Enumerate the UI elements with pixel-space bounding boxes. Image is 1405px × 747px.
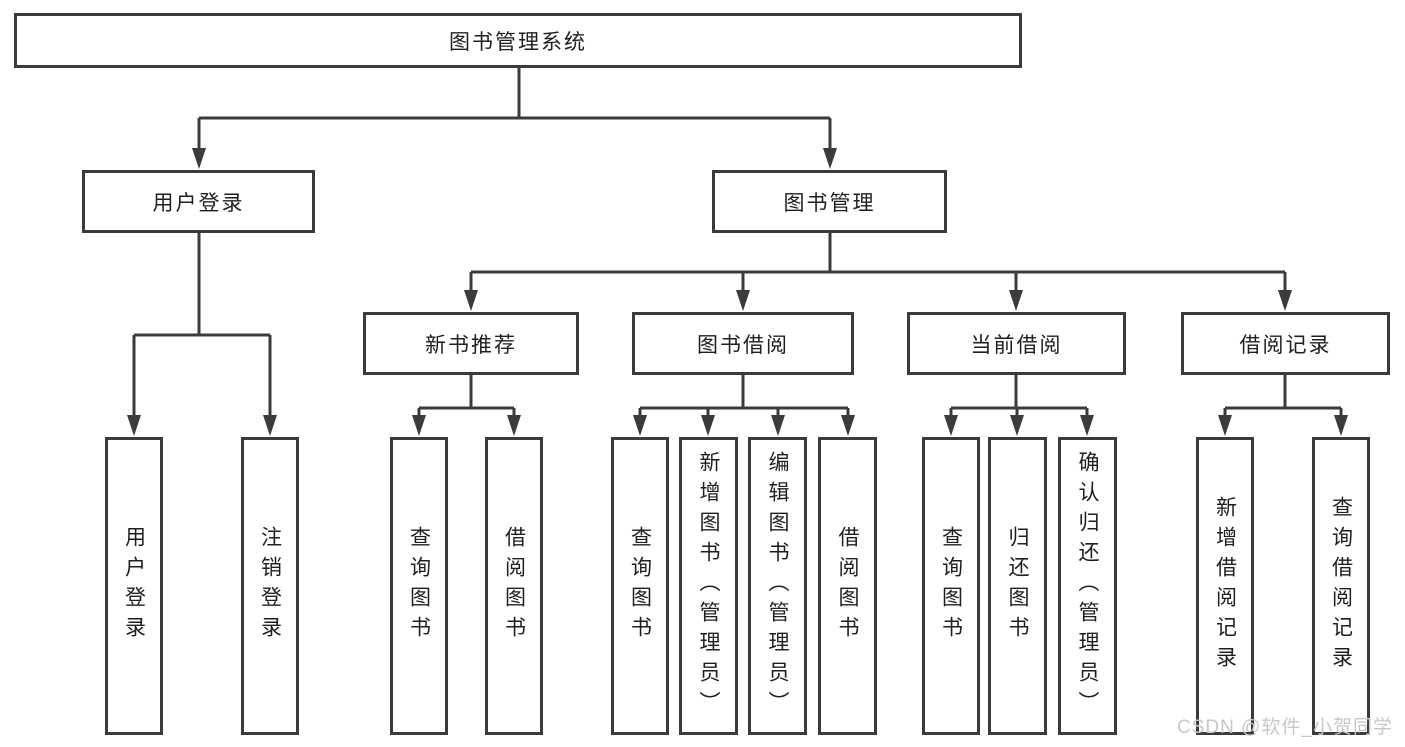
leaf-user-login: 用户登录 (105, 437, 163, 735)
leaf-current-query-books: 查询图书 (922, 437, 980, 735)
connector-login-to-leaves (127, 233, 277, 436)
connector-borrow-to-leaves (633, 375, 855, 436)
node-new-book-recommend: 新书推荐 (363, 312, 579, 375)
leaf-label: 借阅图书 (502, 526, 526, 646)
leaf-record-query-borrow-record: 查询借阅记录 (1312, 437, 1370, 735)
leaf-recommend-borrow-books: 借阅图书 (485, 437, 543, 735)
leaf-label: 归还图书 (1006, 526, 1029, 646)
leaf-borrow-query-books: 查询图书 (611, 437, 669, 735)
node-book-borrow: 图书借阅 (632, 312, 854, 375)
arrowhead (633, 415, 647, 436)
leaf-label: 编辑图书（管理员） (766, 451, 789, 721)
node-label: 用户登录 (152, 191, 245, 215)
arrowhead (127, 415, 141, 436)
leaf-label: 借阅图书 (836, 526, 859, 646)
node-label: 当前借阅 (970, 333, 1063, 357)
leaf-label: 查询图书 (939, 526, 963, 646)
connector-current-to-leaves (944, 375, 1094, 436)
node-borrow-record: 借阅记录 (1181, 312, 1390, 375)
arrowhead (263, 415, 277, 436)
node-label: 图书借阅 (697, 333, 789, 357)
arrowhead (944, 415, 958, 436)
arrowhead (412, 415, 426, 436)
leaf-label: 确认归还（管理员） (1076, 451, 1099, 721)
node-label: 借阅记录 (1239, 333, 1332, 357)
leaf-borrow-add-books-admin: 新增图书（管理员） (679, 437, 738, 735)
leaf-label: 查询图书 (628, 526, 652, 646)
connector-recommend-to-leaves (412, 375, 521, 436)
arrowhead (736, 290, 750, 311)
leaf-label: 查询借阅记录 (1329, 496, 1353, 676)
leaf-recommend-query-books: 查询图书 (390, 437, 448, 735)
arrowhead (1278, 290, 1292, 311)
arrowhead (1010, 415, 1024, 436)
leaf-label: 查询图书 (407, 526, 431, 646)
arrowhead (1080, 415, 1094, 436)
arrowhead (1009, 290, 1023, 311)
leaf-record-add-borrow-record: 新增借阅记录 (1196, 437, 1254, 735)
arrowhead (823, 148, 837, 169)
arrowhead (841, 415, 855, 436)
arrowhead (192, 148, 206, 169)
node-current-borrow: 当前借阅 (907, 312, 1126, 375)
leaf-current-return-books: 归还图书 (988, 437, 1047, 735)
leaf-borrow-edit-books-admin: 编辑图书（管理员） (748, 437, 807, 735)
node-root-system: 图书管理系统 (14, 13, 1022, 68)
leaf-label: 新增借阅记录 (1213, 496, 1237, 676)
leaf-borrow-borrow-books: 借阅图书 (818, 437, 877, 735)
csdn-watermark: CSDN @软件_小贺同学 (1177, 717, 1393, 738)
arrowhead (464, 290, 478, 311)
arrowhead (701, 415, 715, 436)
arrowhead (507, 415, 521, 436)
leaf-label: 新增图书（管理员） (697, 451, 720, 721)
leaf-label: 注销登录 (258, 526, 282, 646)
leaf-label: 用户登录 (122, 526, 146, 646)
node-user-login: 用户登录 (82, 170, 315, 233)
arrowhead (1334, 415, 1348, 436)
connector-root-to-level2 (192, 68, 837, 169)
node-label: 图书管理系统 (449, 30, 587, 54)
connector-record-to-leaves (1218, 375, 1348, 436)
node-book-management: 图书管理 (712, 170, 947, 233)
leaf-logout: 注销登录 (241, 437, 299, 735)
node-label: 新书推荐 (425, 333, 517, 357)
leaf-current-confirm-return-admin: 确认归还（管理员） (1058, 437, 1117, 735)
node-label: 图书管理 (783, 191, 876, 215)
arrowhead (771, 415, 785, 436)
connector-manage-to-level3 (464, 233, 1292, 311)
arrowhead (1218, 415, 1232, 436)
